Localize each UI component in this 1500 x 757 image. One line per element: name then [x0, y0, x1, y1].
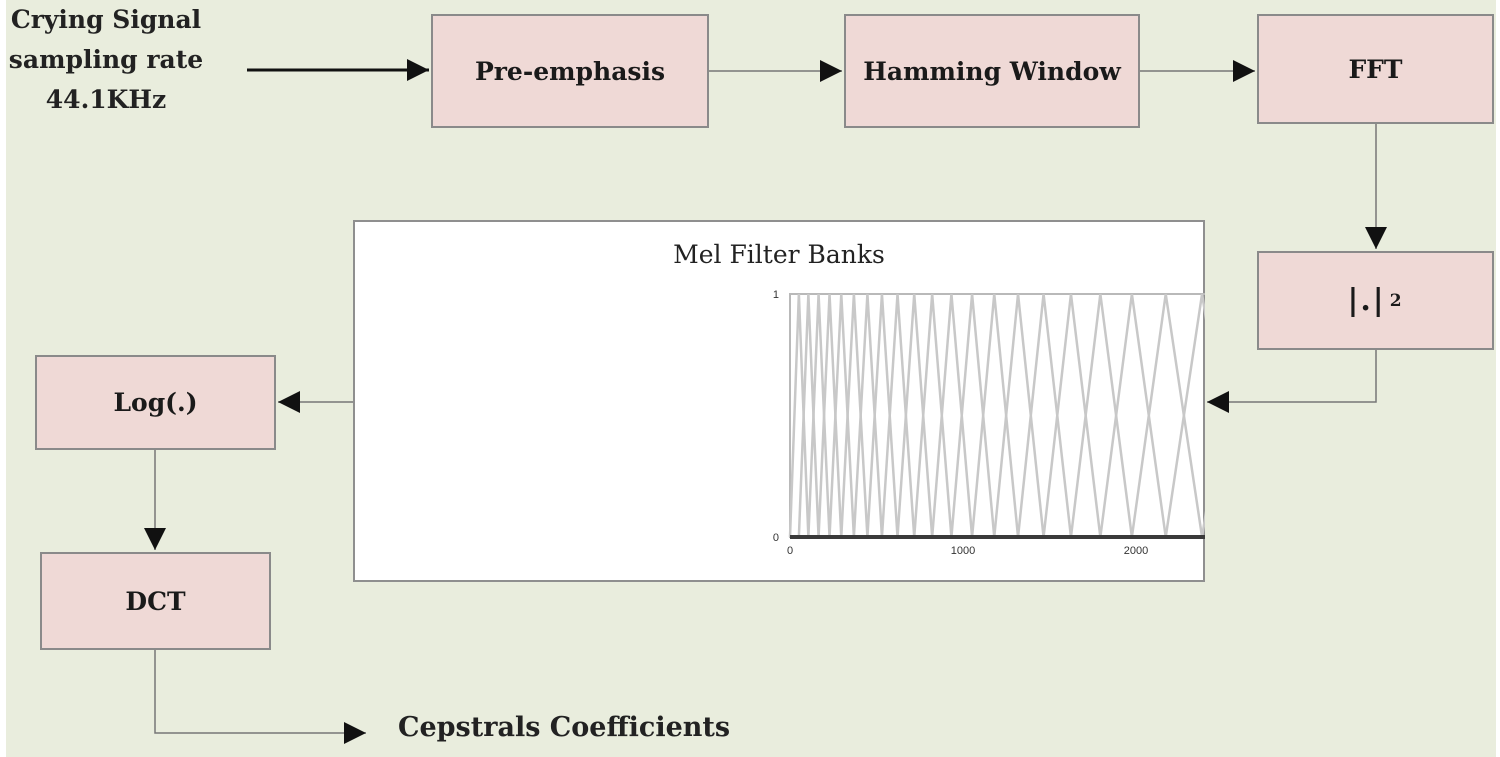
mel-filter-banks-panel: Mel Filter Banks 1 0 0 1000 2000 3000 40…	[353, 220, 1205, 582]
filter-triangle	[1099, 293, 1167, 538]
magnitude-label: |.|	[1347, 283, 1386, 318]
arrow-dct-to-output	[154, 650, 366, 744]
y-tick-1: 1	[773, 289, 779, 301]
arrow-magnitude-to-mel	[1207, 350, 1377, 413]
log-label: Log(.)	[113, 388, 198, 417]
filter-triangle	[880, 293, 916, 538]
input-signal-label: Crying Signal sampling rate 44.1KHz	[6, 0, 206, 120]
filter-triangle	[896, 293, 934, 538]
y-tick-0: 0	[773, 532, 779, 544]
filter-triangle	[1130, 293, 1204, 538]
filter-triangle	[993, 293, 1045, 538]
magnitude-exponent: 2	[1389, 290, 1404, 311]
cepstral-coefficients-label: Cepstrals Coefficients	[398, 712, 731, 743]
filter-triangle	[930, 293, 974, 538]
filter-triangle	[1069, 293, 1134, 538]
filter-triangle	[817, 293, 843, 538]
filter-triangle	[1016, 293, 1073, 538]
filter-triangle	[1042, 293, 1102, 538]
filter-triangle	[852, 293, 884, 538]
pre-emphasis-box: Pre-emphasis	[431, 14, 709, 128]
input-line-1: Crying Signal	[10, 5, 202, 34]
filter-triangle	[797, 293, 820, 538]
filter-triangle	[807, 293, 831, 538]
filter-triangle	[866, 293, 899, 538]
log-box: Log(.)	[35, 355, 276, 450]
filter-triangle	[970, 293, 1020, 538]
pre-emphasis-label: Pre-emphasis	[474, 56, 666, 86]
input-line-3: 44.1KHz	[45, 85, 167, 114]
filter-triangle	[828, 293, 856, 538]
filter-triangle	[912, 293, 953, 538]
dct-box: DCT	[40, 552, 271, 650]
filter-triangle	[788, 293, 810, 538]
x-tick-1000: 1000	[951, 545, 975, 557]
filter-triangles	[788, 293, 1205, 538]
fft-box: FFT	[1257, 14, 1494, 124]
dct-label: DCT	[125, 586, 186, 616]
fft-label: FFT	[1348, 54, 1403, 84]
filter-triangle	[840, 293, 869, 538]
hamming-window-box: Hamming Window	[844, 14, 1140, 128]
hamming-window-label: Hamming Window	[863, 56, 1121, 86]
filter-triangle	[1164, 293, 1205, 538]
x-tick-2000: 2000	[1124, 545, 1148, 557]
magnitude-squared-box: |.|2	[1257, 251, 1494, 350]
filter-triangle	[950, 293, 996, 538]
mel-filter-banks-title: Mel Filter Banks	[673, 240, 885, 269]
mel-filter-banks-plot: 1 0 0 1000 2000 3000 4000	[773, 289, 1205, 557]
x-tick-0: 0	[787, 545, 793, 557]
input-line-2: sampling rate	[8, 45, 204, 74]
